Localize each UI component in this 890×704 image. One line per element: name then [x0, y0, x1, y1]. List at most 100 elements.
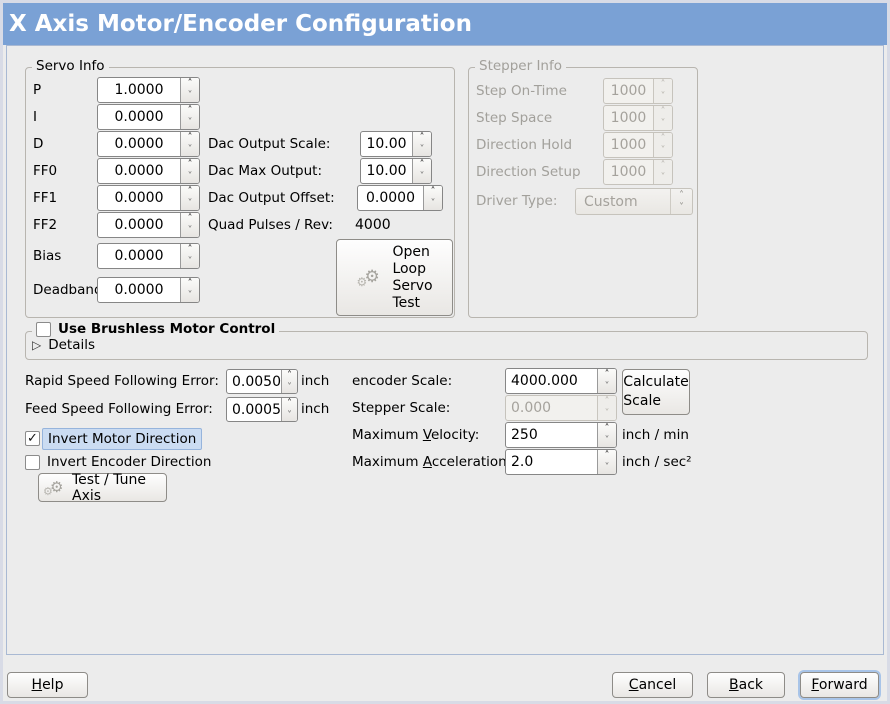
d-value[interactable]: 0.0000 [114, 136, 164, 152]
dac-output-scale-value[interactable]: 10.00 [366, 136, 407, 152]
calculate-scale-button[interactable]: Calculate Scale [622, 369, 690, 415]
p-spinbox[interactable]: 1.0000 ˄˅ [97, 77, 200, 103]
invert-motor-checkbox[interactable]: ✓ [25, 431, 40, 446]
max-acceleration-value[interactable]: 2.0 [511, 454, 534, 470]
use-brushless-checkbox[interactable] [36, 321, 51, 337]
spin-down-icon[interactable]: ˅ [187, 256, 193, 267]
spin-up-icon[interactable]: ˄ [187, 159, 193, 170]
spin-down-icon[interactable]: ˅ [187, 198, 193, 209]
spin-up-icon[interactable]: ˄ [287, 370, 292, 381]
spinner-arrows[interactable]: ˄˅ [180, 105, 199, 129]
gears-icon: ⚙⚙ [43, 475, 69, 501]
cancel-button[interactable]: Cancel [612, 672, 693, 698]
deadband-spinbox[interactable]: 0.0000 ˄˅ [97, 277, 200, 303]
spin-up-icon[interactable]: ˄ [187, 105, 193, 116]
encoder-scale-value[interactable]: 4000.000 [511, 373, 578, 389]
back-button[interactable]: Back [707, 672, 785, 698]
spinner-arrows[interactable]: ˄˅ [597, 450, 616, 474]
spin-down-icon[interactable]: ˅ [187, 144, 193, 155]
expander-arrow-icon[interactable]: ▷ [32, 338, 42, 352]
spinner-arrows[interactable]: ˄˅ [180, 132, 199, 156]
dac-output-scale-spinbox[interactable]: 10.00 ˄˅ [360, 131, 432, 157]
spinner-arrows[interactable]: ˄˅ [180, 278, 199, 302]
spin-down-icon[interactable]: ˅ [604, 435, 610, 446]
feed-following-error-spinbox[interactable]: 0.0005 ˄˅ [226, 397, 298, 422]
dac-output-offset-spinbox[interactable]: 0.0000 ˄˅ [357, 185, 443, 211]
spin-down-icon[interactable]: ˅ [419, 144, 425, 155]
ff1-spinbox[interactable]: 0.0000 ˄˅ [97, 185, 200, 211]
encoder-scale-spinbox[interactable]: 4000.000 ˄˅ [505, 368, 617, 394]
spin-up-icon[interactable]: ˄ [604, 369, 610, 380]
bias-value[interactable]: 0.0000 [114, 248, 164, 264]
test-tune-axis-button[interactable]: ⚙⚙ Test / Tune Axis [38, 472, 167, 504]
spin-down-icon[interactable]: ˅ [187, 225, 193, 236]
spinner-arrows[interactable]: ˄˅ [180, 159, 199, 183]
spinner-arrows[interactable]: ˄˅ [597, 423, 616, 447]
spin-up-icon[interactable]: ˄ [419, 159, 425, 170]
spinner-arrows[interactable]: ˄˅ [423, 186, 442, 210]
forward-button[interactable]: Forward [800, 672, 879, 698]
spin-up-icon[interactable]: ˄ [604, 450, 610, 461]
rapid-following-error-value[interactable]: 0.0050 [232, 373, 281, 390]
help-button[interactable]: Help [7, 672, 88, 698]
spin-down-icon[interactable]: ˅ [187, 117, 193, 128]
invert-encoder-checkbox[interactable] [25, 455, 40, 470]
spinner-arrows[interactable]: ˄˅ [180, 78, 199, 102]
spin-up-icon[interactable]: ˄ [430, 186, 436, 197]
feed-following-error-value[interactable]: 0.0005 [232, 401, 281, 418]
bias-spinbox[interactable]: 0.0000 ˄˅ [97, 243, 200, 269]
spin-up-icon[interactable]: ˄ [187, 278, 193, 289]
ff1-value[interactable]: 0.0000 [114, 190, 164, 206]
deadband-value[interactable]: 0.0000 [114, 282, 164, 298]
rapid-following-error-spinbox[interactable]: 0.0050 ˄˅ [226, 369, 298, 394]
spin-up-icon[interactable]: ˄ [187, 78, 193, 89]
spin-down-icon[interactable]: ˅ [419, 171, 425, 182]
spin-up-icon[interactable]: ˄ [187, 244, 193, 255]
spinner-arrows[interactable]: ˄˅ [180, 244, 199, 268]
direction-hold-label: Direction Hold [476, 137, 573, 153]
spin-up-icon[interactable]: ˄ [187, 132, 193, 143]
spin-down-icon[interactable]: ˅ [287, 410, 292, 421]
p-value[interactable]: 1.0000 [114, 82, 164, 98]
spin-down-icon[interactable]: ˅ [430, 198, 436, 209]
spinner-arrows[interactable]: ˄˅ [412, 132, 431, 156]
servo-info-group-title: Servo Info [32, 58, 109, 74]
step-space-spinbox: 1000 ˄˅ [603, 105, 673, 131]
spinner-arrows[interactable]: ˄˅ [597, 369, 616, 393]
spin-up-icon[interactable]: ˄ [187, 186, 193, 197]
d-spinbox[interactable]: 0.0000 ˄˅ [97, 131, 200, 157]
max-velocity-value[interactable]: 250 [511, 427, 538, 443]
i-spinbox[interactable]: 0.0000 ˄˅ [97, 104, 200, 130]
open-loop-servo-test-button[interactable]: ⚙⚙ Open Loop Servo Test [336, 239, 453, 316]
spin-up-icon[interactable]: ˄ [187, 213, 193, 224]
max-acceleration-spinbox[interactable]: 2.0 ˄˅ [505, 449, 617, 475]
ff2-spinbox[interactable]: 0.0000 ˄˅ [97, 212, 200, 238]
spinner-arrows[interactable]: ˄˅ [412, 159, 431, 183]
ff0-value[interactable]: 0.0000 [114, 163, 164, 179]
spinner-arrows[interactable]: ˄˅ [180, 186, 199, 210]
spin-up-icon[interactable]: ˄ [419, 132, 425, 143]
spin-down-icon[interactable]: ˅ [604, 462, 610, 473]
spin-down-icon[interactable]: ˅ [287, 382, 292, 393]
ff0-spinbox[interactable]: 0.0000 ˄˅ [97, 158, 200, 184]
spin-down-icon[interactable]: ˅ [604, 381, 610, 392]
invert-encoder-label[interactable]: Invert Encoder Direction [47, 454, 212, 470]
dac-output-offset-value[interactable]: 0.0000 [366, 190, 415, 206]
spinner-arrows[interactable]: ˄˅ [281, 398, 297, 421]
details-label[interactable]: Details [48, 337, 96, 353]
spin-up-icon[interactable]: ˄ [287, 398, 292, 409]
dac-max-output-value[interactable]: 10.00 [366, 163, 407, 179]
dac-max-output-spinbox[interactable]: 10.00 ˄˅ [360, 158, 432, 184]
spin-down-icon[interactable]: ˅ [187, 290, 193, 301]
direction-setup-spinbox: 1000 ˄˅ [603, 159, 673, 185]
invert-motor-label[interactable]: Invert Motor Direction [42, 428, 203, 450]
max-velocity-spinbox[interactable]: 250 ˄˅ [505, 422, 617, 448]
spin-down-icon[interactable]: ˅ [187, 171, 193, 182]
i-value[interactable]: 0.0000 [114, 109, 164, 125]
spin-down-icon[interactable]: ˅ [187, 90, 193, 101]
spinner-arrows[interactable]: ˄˅ [180, 213, 199, 237]
spin-up-icon[interactable]: ˄ [604, 423, 610, 434]
spinner-arrows[interactable]: ˄˅ [281, 370, 297, 393]
details-expander[interactable]: ▷ Details [32, 337, 95, 353]
ff2-value[interactable]: 0.0000 [114, 217, 164, 233]
